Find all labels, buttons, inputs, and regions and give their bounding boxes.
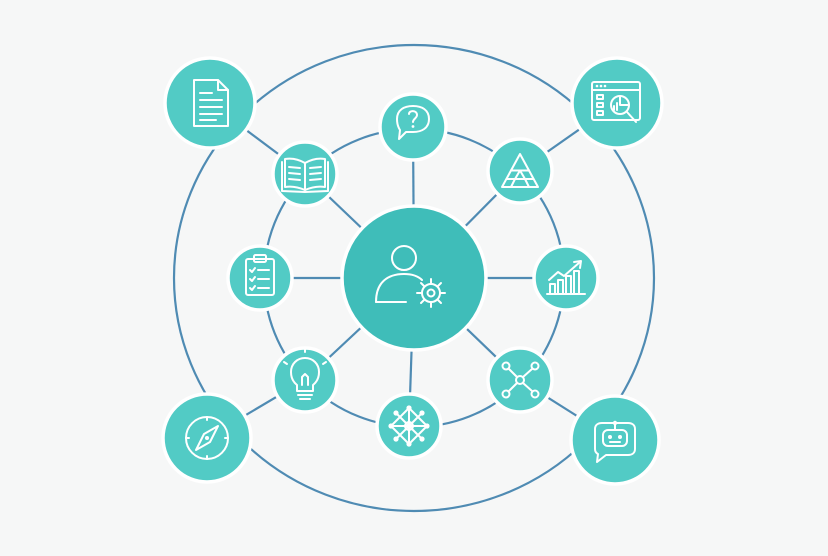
outer-node-web-analytics bbox=[570, 56, 664, 150]
lightbulb-icon bbox=[283, 348, 327, 400]
clipboard-checklist-icon bbox=[245, 254, 275, 296]
center-node-circle bbox=[340, 204, 488, 352]
compass-icon bbox=[185, 416, 229, 460]
inner-node-pyramid bbox=[486, 137, 554, 205]
inner-node-chart bbox=[532, 244, 600, 312]
inner-node-checklist bbox=[226, 244, 294, 312]
inner-node-neural bbox=[375, 392, 443, 460]
outer-ring bbox=[172, 43, 656, 513]
center-node bbox=[340, 204, 488, 352]
inner-node-idea bbox=[271, 346, 339, 414]
inner-node-network bbox=[486, 346, 554, 414]
pyramid-icon bbox=[501, 153, 539, 188]
open-book-icon bbox=[281, 157, 329, 193]
bar-chart-growth-icon bbox=[546, 260, 586, 295]
web-analytics-search-icon bbox=[591, 81, 641, 123]
network-nodes-icon bbox=[501, 361, 540, 399]
neural-network-icon bbox=[388, 405, 430, 447]
inner-node-book bbox=[271, 140, 339, 208]
question-bubble-icon bbox=[396, 105, 430, 140]
chatbot-icon bbox=[594, 420, 636, 463]
user-gear-icon bbox=[375, 245, 446, 308]
inner-node-question bbox=[378, 92, 448, 162]
outer-node-document bbox=[163, 56, 257, 150]
document-icon bbox=[193, 79, 229, 127]
outer-node-chatbot bbox=[569, 394, 661, 486]
outer-node-compass bbox=[161, 392, 253, 484]
